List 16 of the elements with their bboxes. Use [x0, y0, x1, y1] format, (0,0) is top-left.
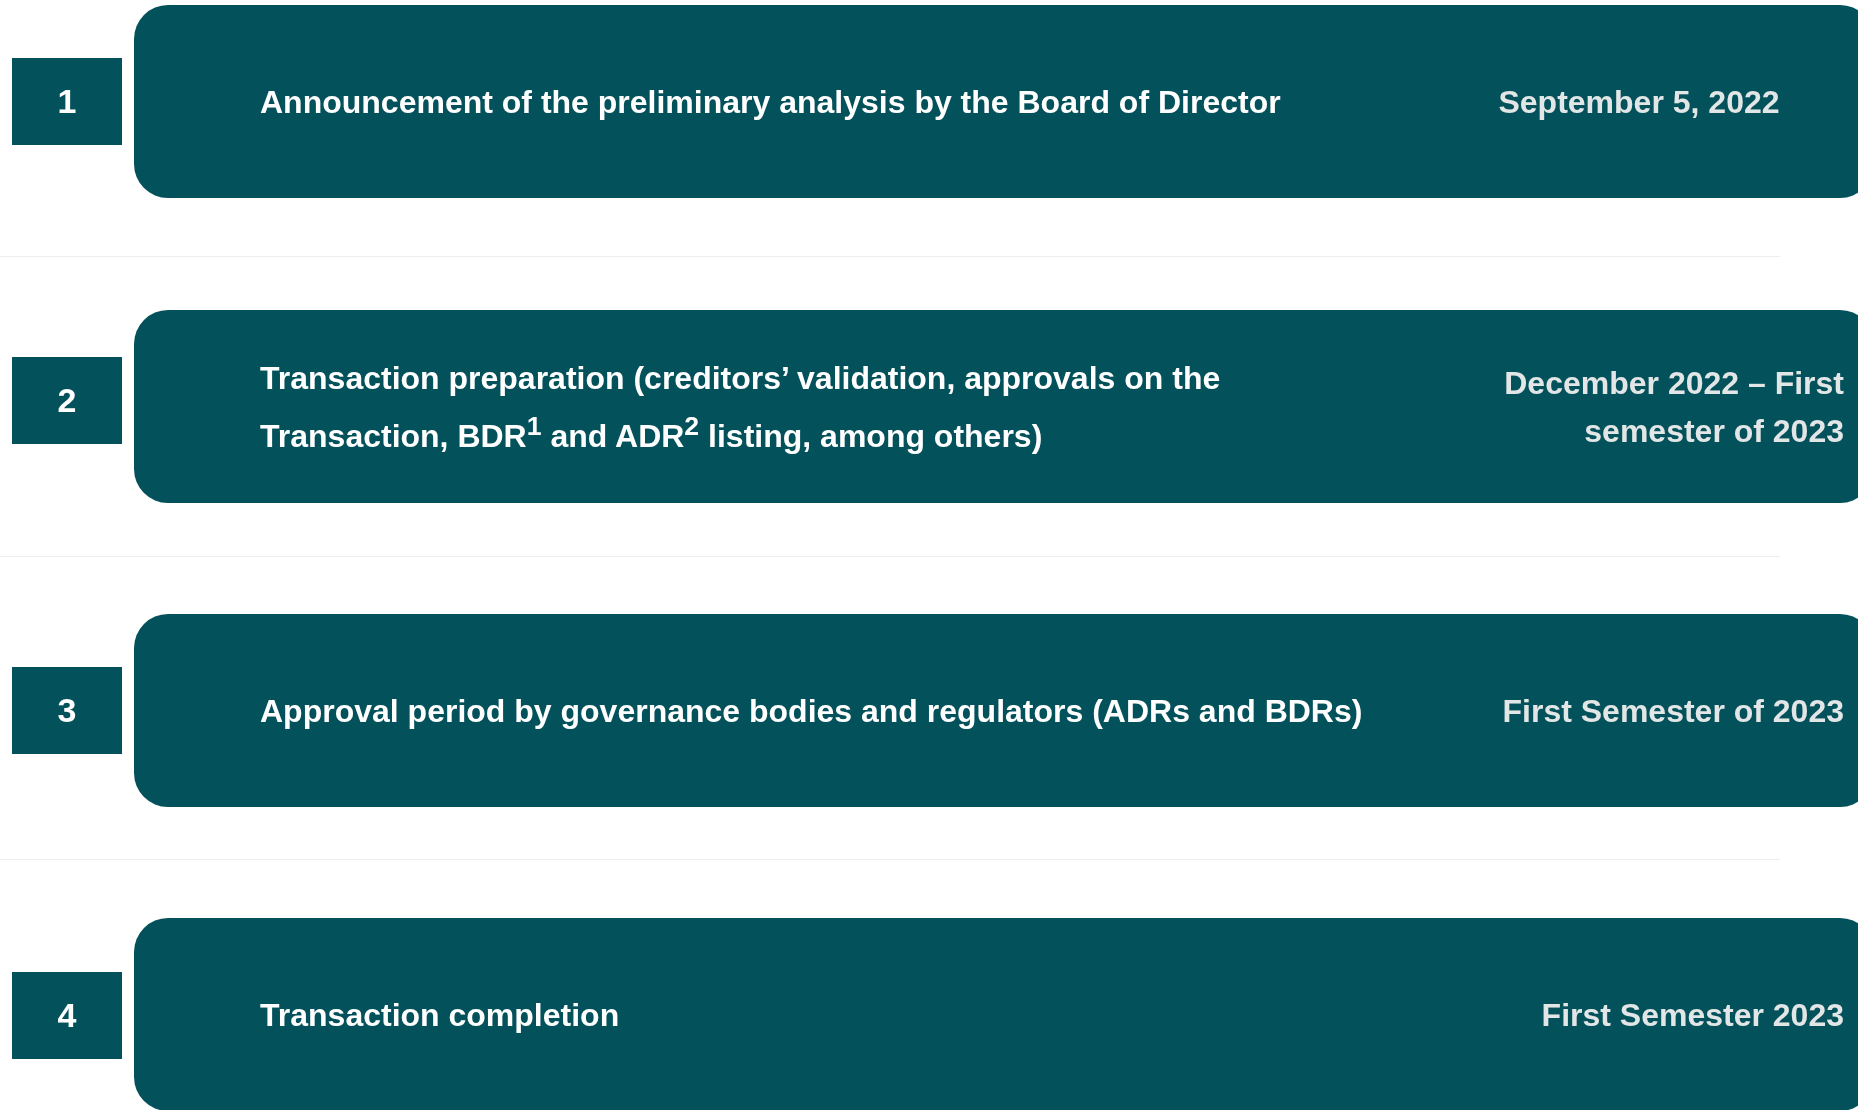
- step-band: [134, 310, 1858, 503]
- step-number: 4: [12, 972, 122, 1059]
- step-date: First Semester 2023: [1540, 995, 1844, 1035]
- step-band: [134, 5, 1858, 198]
- step-description: Transaction completion: [260, 995, 621, 1035]
- step-number: 2: [12, 357, 122, 444]
- step-date: December 2022 – First semester of 2023: [1503, 363, 1844, 451]
- step-date: September 5, 2022: [1497, 82, 1781, 122]
- step-number: 3: [12, 667, 122, 754]
- step-description: Announcement of the preliminary analysis by the Board of Director: [260, 82, 1282, 122]
- step-date: First Semester of 2023: [1501, 691, 1844, 731]
- step-number: 1: [12, 58, 122, 145]
- step-band: [134, 614, 1858, 807]
- step-band: [134, 918, 1858, 1110]
- step-description: Approval period by governance bodies and regulators (ADRs and BDRs): [260, 691, 1364, 731]
- step-description: Transaction preparation (creditors’ validation, approvals on the Transaction, BDR$^{1}$ and ADR$^{2}$ listing, among others): [260, 358, 1222, 456]
